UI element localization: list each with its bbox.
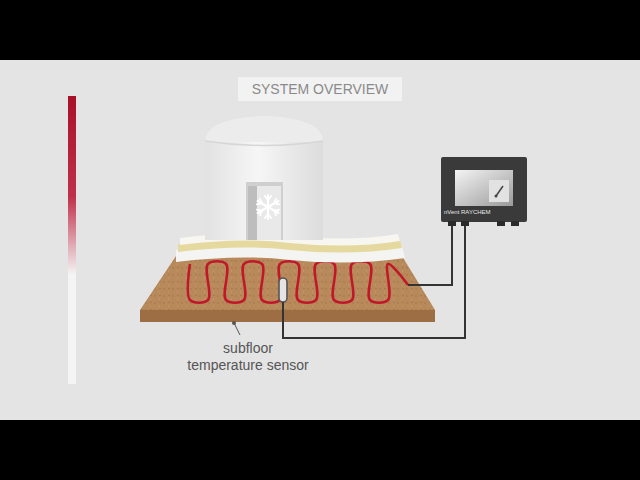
background: [0, 60, 640, 420]
sensor-wire: [283, 226, 465, 338]
switch-symbol: [496, 186, 503, 196]
switch-plate: [489, 180, 509, 202]
letterbox-bar: [0, 0, 640, 60]
snowflake-arm: [268, 207, 278, 213]
cold-store-tank: [205, 140, 323, 240]
controller-display: [455, 170, 513, 206]
cable-gland: [448, 221, 456, 226]
snowflake-branch: [265, 214, 268, 218]
tank-door: [257, 186, 281, 240]
letterbox-bar: [0, 420, 640, 480]
cable-gland: [497, 221, 505, 226]
snowflake-branch: [274, 202, 279, 205]
snowflake-branch: [268, 196, 271, 200]
snowflake-arm: [267, 207, 269, 219]
brand-logo: nVent RAYCHEM: [444, 208, 524, 216]
temperature-bar: [68, 96, 76, 384]
title: SYSTEM OVERVIEW: [238, 77, 402, 101]
controller-box: [441, 157, 527, 222]
title-box: [238, 77, 402, 101]
heating-cable: [188, 261, 408, 302]
snowflake-arm: [268, 201, 278, 207]
cable-gland: [461, 221, 469, 226]
snowflake-branch: [260, 199, 262, 204]
heating-cable: [188, 261, 408, 302]
slab-edge: [140, 310, 435, 322]
tank-door-frame: [246, 182, 283, 240]
snowflake-arm: [258, 207, 268, 213]
snowflake-arm: [267, 195, 269, 207]
sensor-label: subfloor temperature sensor: [185, 340, 311, 374]
switch-symbol: [495, 195, 498, 198]
cable-gland: [511, 221, 519, 226]
snowflake-icon: [257, 195, 279, 219]
tank-door-shadow: [248, 186, 257, 240]
concrete-slab: [140, 256, 435, 310]
leader-line: [234, 323, 240, 335]
tank-seam: [205, 141, 323, 146]
snowflake-branch: [274, 211, 276, 216]
snowflake-branch: [257, 209, 262, 212]
power-wire: [408, 226, 452, 285]
tank-dome: [205, 116, 323, 142]
temperature-sensor: [279, 278, 287, 302]
snowflake-arm: [258, 201, 268, 207]
